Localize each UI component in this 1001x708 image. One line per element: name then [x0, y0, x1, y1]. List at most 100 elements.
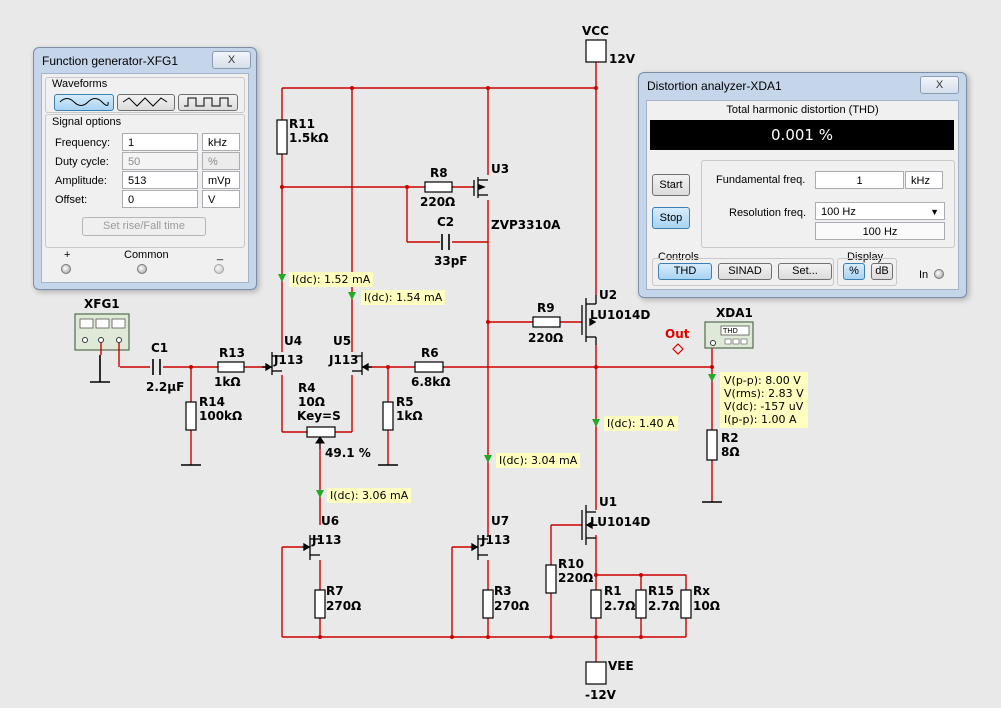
offset-input[interactable]: 0: [122, 190, 198, 208]
r9-value: 220Ω: [528, 331, 564, 345]
xfg1-ref: XFG1: [84, 297, 120, 311]
resistor-r3: [482, 589, 494, 619]
junctions: [189, 86, 714, 639]
close-button[interactable]: X: [212, 51, 251, 69]
sinad-button[interactable]: SINAD: [718, 263, 772, 280]
u4-value: J113: [274, 353, 304, 367]
duty-cycle-input[interactable]: 50: [122, 152, 198, 170]
potentiometer-r4: [306, 426, 336, 438]
probe-output[interactable]: V(p-p): 8.00 V V(rms): 2.83 V V(dc): -15…: [720, 372, 808, 428]
fundamental-freq-unit[interactable]: kHz: [905, 171, 943, 189]
u7-ref: U7: [491, 514, 510, 528]
common-terminal[interactable]: [137, 264, 147, 274]
distortion-analyzer-title: Distortion analyzer-XDA1: [647, 79, 782, 93]
resolution-freq-value: 100 Hz: [821, 206, 856, 218]
ground-symbols: [90, 355, 722, 503]
xfg1-instrument-icon[interactable]: [74, 313, 130, 367]
display-label: Display: [847, 251, 884, 263]
thd-button[interactable]: THD: [658, 263, 712, 280]
probe-u4-current[interactable]: I(dc): 1.52 mA: [289, 272, 374, 287]
close-button[interactable]: X: [920, 76, 959, 94]
resistor-r8: [424, 181, 453, 193]
probe-u7-current[interactable]: I(dc): 3.04 mA: [496, 453, 581, 468]
probe-output-vdc: V(dc): -157 uV: [724, 400, 804, 413]
resistor-r6: [414, 361, 444, 373]
r7-ref: R7: [326, 584, 344, 598]
in-terminal-label: In: [919, 269, 929, 281]
r5-ref: R5: [396, 395, 414, 409]
r4-ref: R4: [298, 381, 316, 395]
frequency-label: Frequency:: [55, 137, 111, 149]
xda1-instrument-icon[interactable]: [704, 321, 754, 349]
square-wave-icon: [184, 97, 232, 107]
set-button[interactable]: Set...: [778, 263, 832, 280]
r13-value: 1kΩ: [214, 375, 241, 389]
u3-ref: U3: [491, 162, 510, 176]
resistors: [185, 119, 718, 619]
percent-display-button[interactable]: %: [843, 263, 865, 280]
signal-options-group: [45, 114, 245, 248]
r14-ref: R14: [199, 395, 225, 409]
vee-label: VEE: [608, 659, 634, 673]
xda1-screen-label: THD: [723, 327, 738, 335]
r2-value: 8Ω: [721, 445, 740, 459]
function-generator-window[interactable]: Function generator-XFG1 X Waveforms Sign…: [33, 47, 257, 290]
db-display-button[interactable]: dB: [871, 263, 893, 280]
r1-ref: R1: [604, 584, 622, 598]
u2-value: LU1014D: [590, 308, 651, 322]
u6-ref: U6: [321, 514, 340, 528]
resolution-freq-label: Resolution freq.: [729, 207, 807, 219]
thd-header-label: Total harmonic distortion (THD): [726, 104, 879, 116]
resolution-freq-select[interactable]: 100 Hz ▼: [815, 202, 945, 220]
vcc-label: VCC: [582, 24, 609, 38]
minus-terminal[interactable]: [214, 264, 224, 274]
probe-u6-current[interactable]: I(dc): 3.06 mA: [327, 488, 412, 503]
out-label: Out: [665, 327, 690, 341]
c2-ref: C2: [437, 215, 455, 229]
u7-value: J113: [481, 533, 511, 547]
resistor-r14: [185, 401, 197, 431]
plus-terminal[interactable]: [61, 264, 71, 274]
r10-ref: R10: [558, 557, 584, 571]
triangle-wave-button[interactable]: [117, 94, 175, 111]
resistor-r7: [314, 589, 326, 619]
offset-unit-select[interactable]: V: [202, 190, 240, 208]
set-rise-fall-time-button[interactable]: Set rise/Fall time: [82, 217, 206, 236]
r2-ref: R2: [721, 431, 739, 445]
r11-ref: R11: [289, 117, 315, 131]
rx-value: 10Ω: [693, 599, 720, 613]
out-probe-marker[interactable]: [672, 343, 684, 355]
probe-arrows: [278, 274, 716, 498]
amplitude-input[interactable]: 513: [122, 171, 198, 189]
capacitors: [152, 234, 450, 375]
resistor-r13: [217, 361, 245, 373]
waveforms-label: Waveforms: [52, 78, 108, 90]
u1-ref: U1: [599, 495, 618, 509]
r13-ref: R13: [219, 346, 245, 360]
r5-value: 1kΩ: [396, 409, 423, 423]
r6-value: 6.8kΩ: [411, 375, 451, 389]
stop-button[interactable]: Stop: [652, 207, 690, 229]
resistor-r2: [706, 429, 718, 461]
fundamental-freq-input[interactable]: 1: [815, 171, 904, 189]
probe-u1-current[interactable]: I(dc): 1.40 A: [604, 416, 678, 431]
amplitude-unit-select[interactable]: mVp: [202, 171, 240, 189]
r3-value: 270Ω: [494, 599, 530, 613]
frequency-unit-select[interactable]: kHz: [202, 133, 240, 151]
frequency-input[interactable]: 1: [122, 133, 198, 151]
probe-u5-current[interactable]: I(dc): 1.54 mA: [361, 290, 446, 305]
signal-options-label: Signal options: [52, 116, 122, 128]
start-button[interactable]: Start: [652, 174, 690, 196]
in-terminal[interactable]: [934, 269, 944, 279]
sine-wave-icon: [59, 98, 109, 106]
probe-output-vpp: V(p-p): 8.00 V: [724, 374, 801, 387]
distortion-analyzer-body: Total harmonic distortion (THD) 0.001 % …: [646, 100, 959, 290]
distortion-analyzer-window[interactable]: Distortion analyzer-XDA1 X Total harmoni…: [638, 72, 967, 298]
u2-ref: U2: [599, 288, 618, 302]
fundamental-freq-label: Fundamental freq.: [716, 174, 806, 186]
square-wave-button[interactable]: [178, 94, 238, 111]
u6-value: J113: [312, 533, 342, 547]
sine-wave-button[interactable]: [54, 94, 114, 111]
u4-ref: U4: [284, 334, 303, 348]
